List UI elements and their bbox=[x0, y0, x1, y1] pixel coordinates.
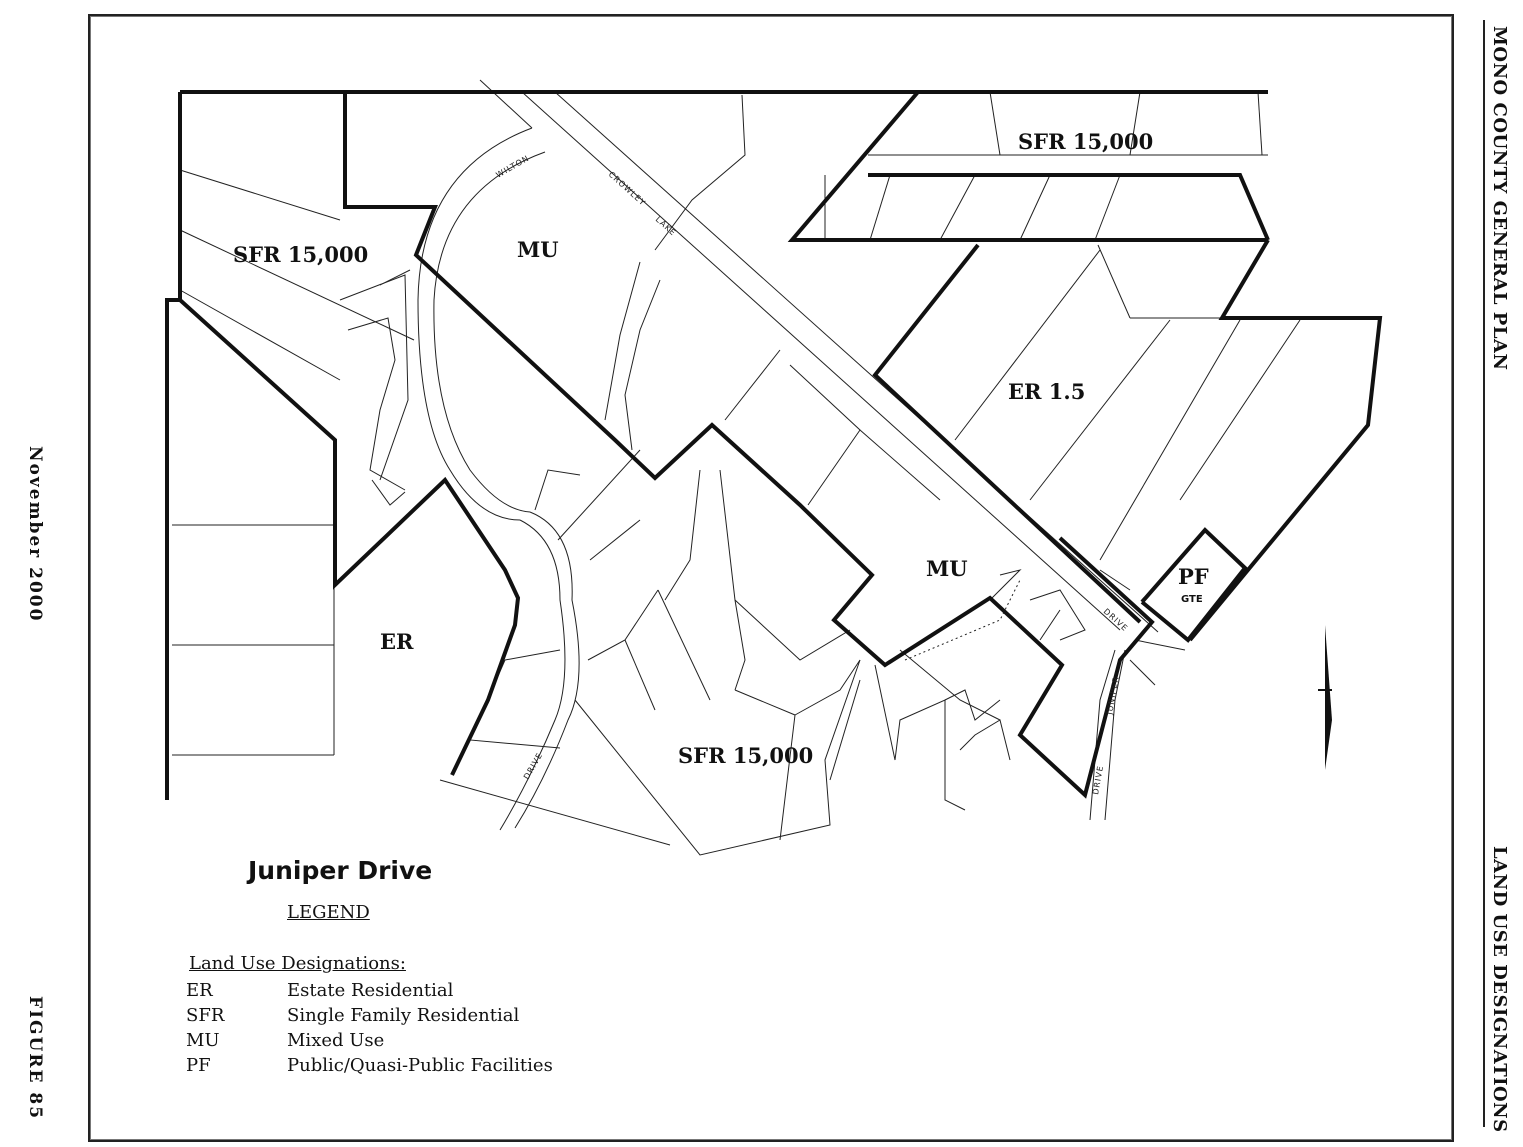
legend-code: ER bbox=[186, 980, 213, 1001]
road-label-crowley: CROWLEY bbox=[607, 170, 648, 208]
zone-label-pf: PF bbox=[1178, 564, 1209, 589]
north-arrow-icon bbox=[1318, 625, 1332, 770]
parcel-lines bbox=[172, 79, 1301, 856]
legend-code: MU bbox=[186, 1030, 220, 1051]
date-label: November 2000 bbox=[25, 446, 45, 623]
zone-label-mu-south: MU bbox=[926, 556, 968, 581]
legend-name: Estate Residential bbox=[287, 980, 454, 1001]
road-label-wilton: WILTON bbox=[495, 154, 531, 180]
figure-label: FIGURE 85 bbox=[25, 996, 45, 1121]
zone-label-sfr-north: SFR 15,000 bbox=[1018, 129, 1153, 154]
zone-label-er-west: ER bbox=[380, 629, 414, 654]
legend-subheading: Land Use Designations: bbox=[189, 953, 406, 974]
plan-title: MONO COUNTY GENERAL PLAN bbox=[1489, 26, 1510, 371]
zone-label-mu-north: MU bbox=[517, 237, 559, 262]
legend-code: PF bbox=[186, 1055, 211, 1076]
zone-label-sfr-west: SFR 15,000 bbox=[233, 242, 368, 267]
map-frame bbox=[88, 14, 1454, 1142]
legend-name: Public/Quasi-Public Facilities bbox=[287, 1055, 553, 1076]
legend-name: Mixed Use bbox=[287, 1030, 385, 1051]
road-label-lake: LAKE bbox=[654, 215, 678, 238]
legend-name: Single Family Residential bbox=[287, 1005, 520, 1026]
map-title: Juniper Drive bbox=[248, 856, 433, 885]
zone-label-sfr-south: SFR 15,000 bbox=[678, 743, 813, 768]
legend-code: SFR bbox=[186, 1005, 225, 1026]
zone-label-pf-sub: GTE bbox=[1181, 594, 1203, 605]
margin-rule bbox=[1483, 20, 1485, 1127]
section-title: LAND USE DESIGNATIONS bbox=[1489, 846, 1510, 1133]
legend-heading: LEGEND bbox=[287, 902, 370, 923]
zone-boundaries bbox=[165, 90, 1383, 800]
zone-label-er-east: ER 1.5 bbox=[1008, 379, 1085, 404]
road-label-drive-west: DRIVE bbox=[522, 751, 545, 781]
road-label-juniper: JUNIPER bbox=[1105, 675, 1121, 716]
